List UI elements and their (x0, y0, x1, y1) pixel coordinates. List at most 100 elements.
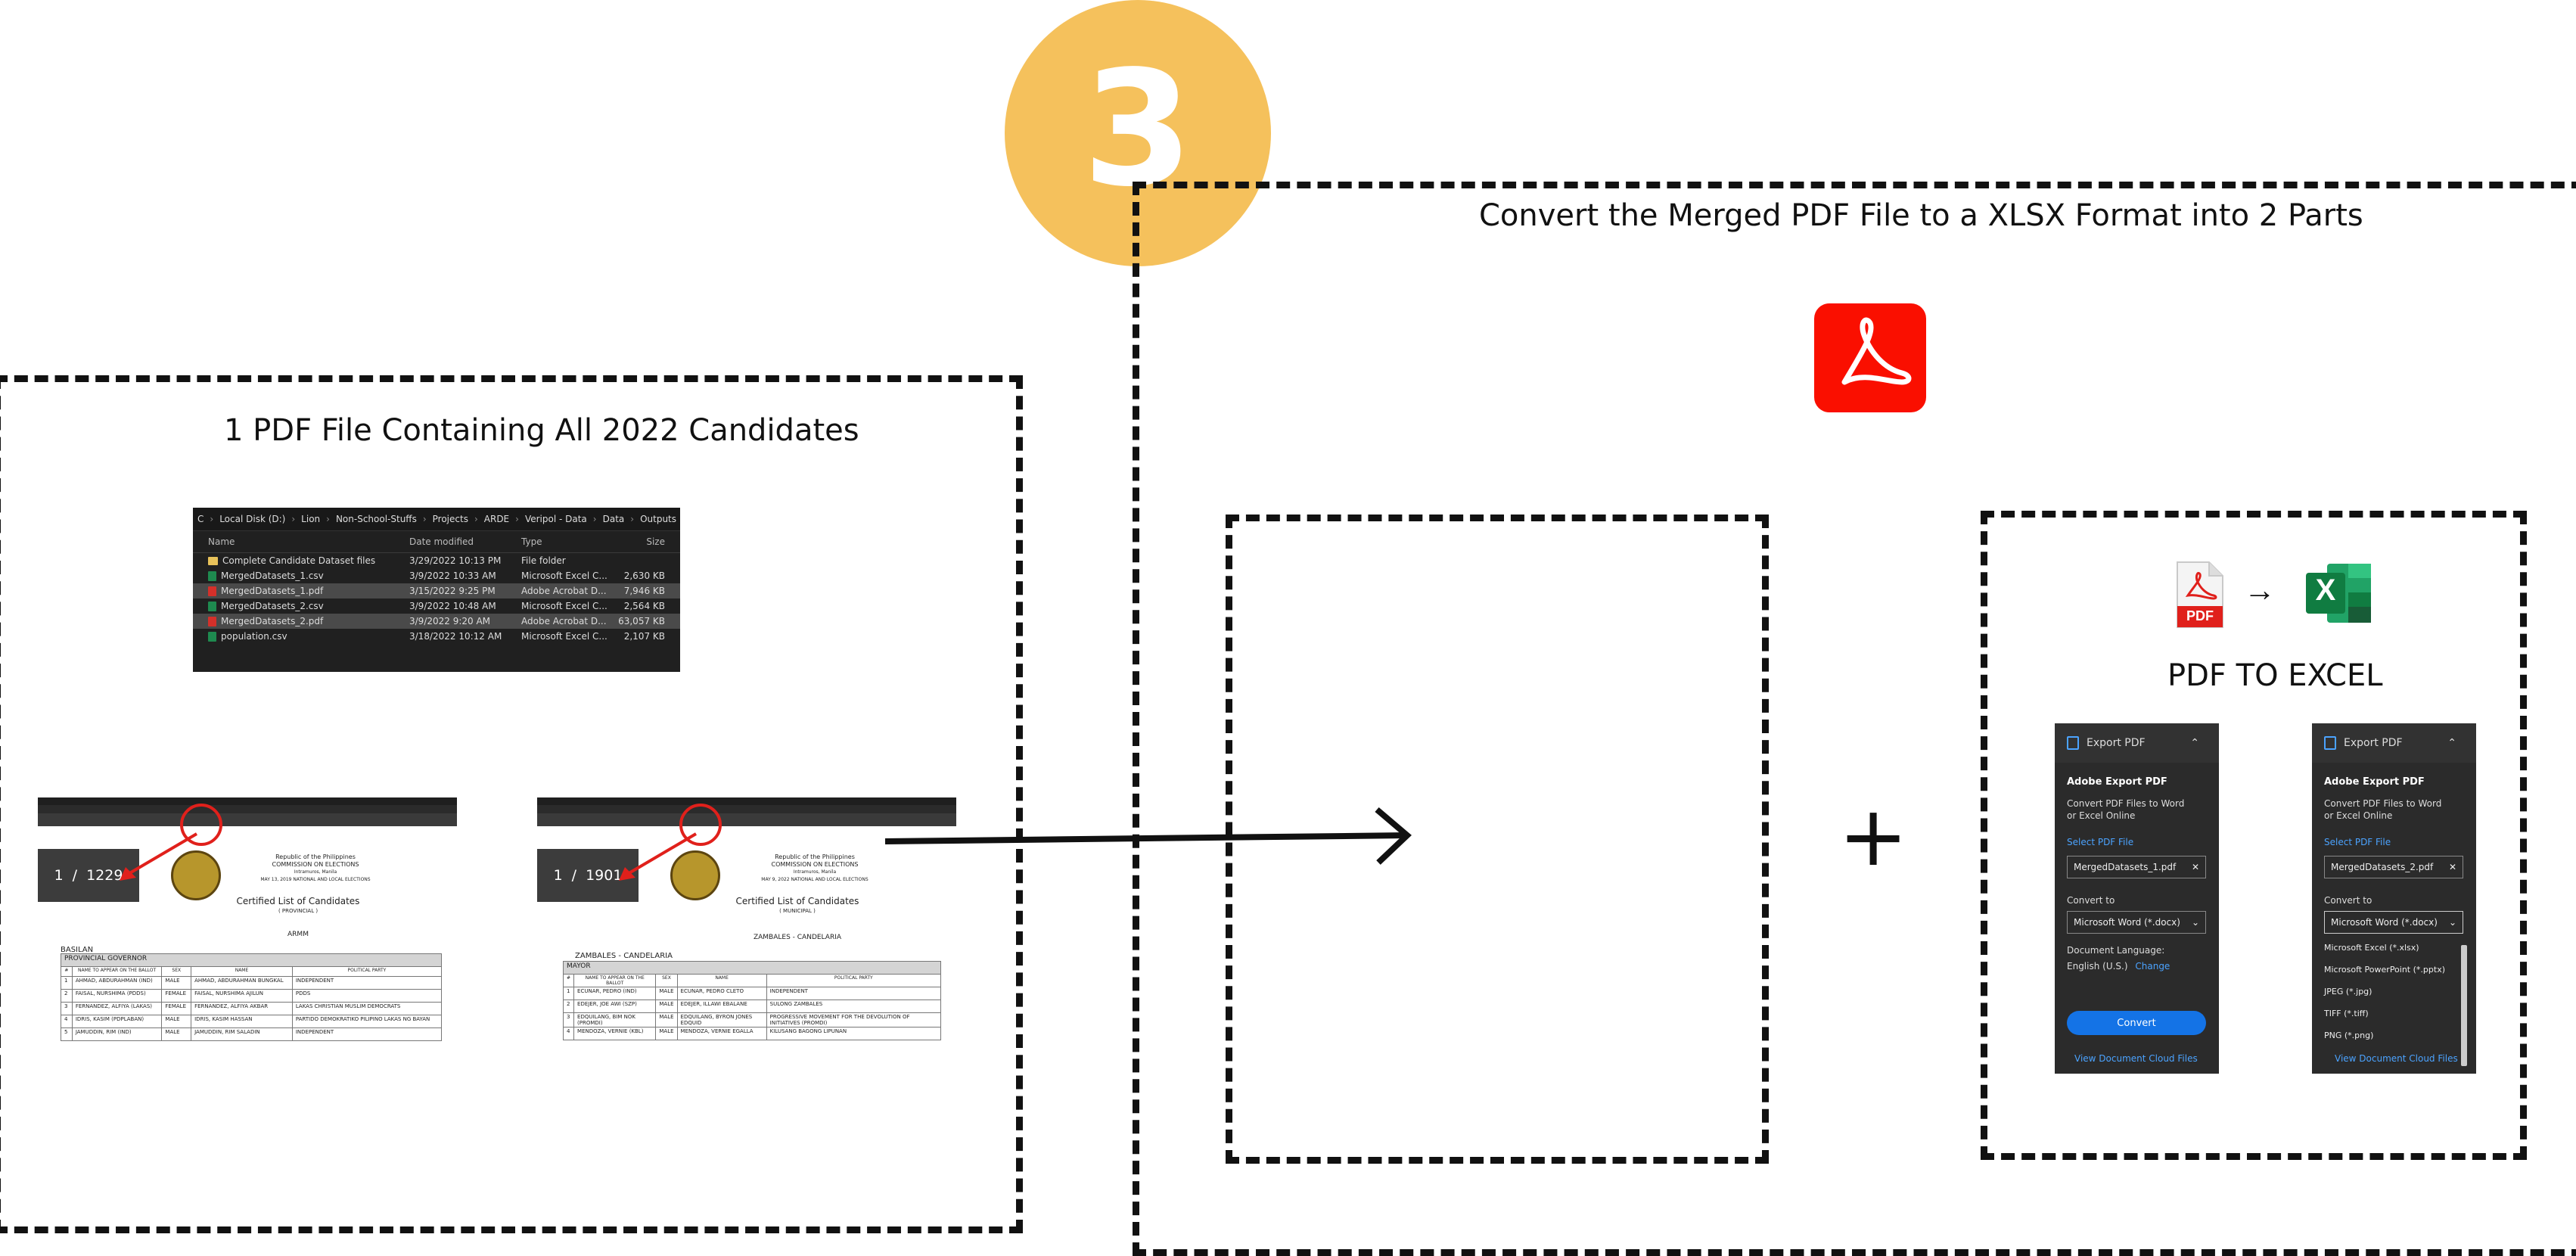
table-cell: EDQUILANG, BYRON JONES EDQUID (676, 1012, 767, 1027)
table-cell: FEMALE (161, 989, 192, 1003)
file-date: 3/15/2022 9:25 PM (409, 586, 496, 596)
change-language-link[interactable]: Change (2135, 961, 2170, 972)
panel-description: Convert PDF Files to Word or Excel Onlin… (2324, 798, 2442, 821)
chevron-right-icon: › (592, 514, 597, 524)
panel-header[interactable]: Export PDF ⌃ (2055, 723, 2219, 763)
close-icon[interactable]: ✕ (2191, 862, 2199, 872)
file-name-cell: MergedDatasets_2.csv (193, 601, 405, 611)
panel-title: Adobe Export PDF (2067, 776, 2167, 788)
viewer-toolbar (537, 813, 956, 826)
select-pdf-link[interactable]: Select PDF File (2067, 837, 2134, 847)
table-header-cell: NAME (676, 974, 767, 987)
table-cell: MALE (655, 987, 678, 1000)
table-header-cell: # (562, 974, 575, 987)
convert-to-select[interactable]: Microsoft Word (*.docx) ⌄ (2324, 911, 2463, 934)
table-cell: MENDOZA, VERNIE (KBL) (573, 1027, 657, 1040)
list-subtitle: ( MUNICIPAL ) (779, 908, 816, 914)
view-cloud-files-link[interactable]: View Document Cloud Files (2074, 1053, 2198, 1064)
chevron-right-icon: › (630, 514, 635, 524)
table-cell: 1 (61, 976, 73, 990)
file-name: MergedDatasets_2.pdf (221, 616, 324, 626)
file-date: 3/18/2022 10:12 AM (409, 631, 502, 642)
breadcrumb-item[interactable]: Veripol - Data (524, 514, 587, 524)
dropdown-scrollbar[interactable] (2461, 945, 2467, 1066)
convert-to-select[interactable]: Microsoft Word (*.docx) ⌄ (2067, 911, 2206, 934)
table-cell: 3 (61, 1002, 73, 1015)
dropdown-option[interactable]: PNG (*.png) (2324, 1031, 2374, 1040)
table-header-cell: POLITICAL PARTY (766, 974, 942, 987)
breadcrumb-item[interactable]: Local Disk (D:) (219, 514, 286, 524)
file-size: 63,057 KB (618, 616, 665, 626)
table-cell: FEMALE (161, 1002, 192, 1015)
table-cell: FERNANDEZ, ALFIYA AKBAR (191, 1002, 293, 1015)
chevron-up-icon[interactable]: ⌃ (2190, 737, 2199, 749)
empty-placeholder-frame (1226, 515, 1769, 1164)
chevron-right-icon: › (422, 514, 427, 524)
chevron-up-icon[interactable]: ⌃ (2447, 737, 2456, 749)
convert-button[interactable]: Convert (2067, 1011, 2206, 1035)
header-line: COMMISSION ON ELECTIONS (771, 861, 859, 868)
dropdown-option[interactable]: Microsoft Excel (*.xlsx) (2324, 943, 2419, 953)
dropdown-option[interactable]: JPEG (*.jpg) (2324, 987, 2372, 996)
breadcrumb-item[interactable]: Data (602, 514, 625, 524)
pdf-page-screenshot-1: 1 / 1229 Republic of the Philippines COM… (38, 797, 457, 1060)
table-header-cell: POLITICAL PARTY (291, 966, 443, 977)
left-section-frame (0, 375, 1023, 1233)
file-size: 2,564 KB (623, 601, 665, 611)
table-cell: 1 (562, 987, 575, 1000)
file-date: 3/9/2022 10:48 AM (409, 601, 496, 611)
selected-file-field[interactable]: MergedDatasets_1.pdf ✕ (2067, 856, 2206, 878)
table-cell: ECUNAR, PEDRO CLETO (676, 987, 767, 1000)
excel-icon (2306, 564, 2371, 623)
viewer-titlebar (38, 797, 457, 805)
table-cell: 5 (61, 1027, 73, 1041)
breadcrumb-item[interactable]: Outputs (640, 514, 677, 524)
breadcrumb-item[interactable]: Non-School-Stuffs (335, 514, 417, 524)
breadcrumb-item[interactable]: ARDE (483, 514, 510, 524)
view-cloud-files-link[interactable]: View Document Cloud Files (2335, 1053, 2458, 1064)
pdf-icon (208, 586, 216, 596)
pdf-icon-label: PDF (2186, 608, 2214, 623)
select-pdf-link[interactable]: Select PDF File (2324, 837, 2391, 847)
selected-file-field[interactable]: MergedDatasets_2.pdf ✕ (2324, 856, 2463, 878)
table-cell: FERNANDEZ, ALFIYA (LAKAS) (71, 1002, 163, 1015)
convert-to-label: Convert to (2324, 895, 2372, 906)
dropdown-option[interactable]: TIFF (*.tiff) (2324, 1009, 2369, 1018)
document-header: Republic of the Philippines COMMISSION O… (688, 853, 941, 884)
comelec-seal (171, 850, 221, 900)
chevron-right-icon: › (326, 514, 330, 524)
header-line: Republic of the Philippines (275, 853, 356, 860)
breadcrumb-item[interactable]: Projects (432, 514, 468, 524)
plus-sign: + (1838, 788, 1909, 884)
page-total: 1901 (586, 867, 623, 884)
file-date: 3/9/2022 10:33 AM (409, 570, 496, 581)
breadcrumb-item[interactable]: C (197, 514, 204, 524)
position-label: PROVINCIAL GOVERNOR (61, 953, 442, 967)
table-header-cell: SEX (655, 974, 678, 987)
table-cell: PARTIDO DEMOKRATIKO PILIPINO LAKAS NG BA… (291, 1015, 443, 1028)
breadcrumb-item[interactable]: Lion (301, 514, 321, 524)
selected-file-name: MergedDatasets_2.pdf (2331, 862, 2434, 872)
table-header-cell: NAME TO APPEAR ON THE BALLOT (573, 974, 657, 987)
file-name: MergedDatasets_1.pdf (221, 586, 324, 596)
panel-header[interactable]: Export PDF ⌃ (2312, 723, 2476, 763)
file-type: File folder (521, 555, 566, 566)
dropdown-option[interactable]: Microsoft PowerPoint (*.pptx) (2324, 965, 2445, 975)
table-cell: PDDS (291, 989, 443, 1003)
table-cell: EDEJER, ILLAWI EBALANE (676, 1000, 767, 1013)
chevron-right-icon: › (291, 514, 296, 524)
header-line: MAY 13, 2019 NATIONAL AND LOCAL ELECTION… (260, 877, 371, 882)
close-icon[interactable]: ✕ (2448, 862, 2456, 872)
candidates-table: PROVINCIAL GOVERNOR#NAME TO APPEAR ON TH… (61, 953, 443, 1041)
